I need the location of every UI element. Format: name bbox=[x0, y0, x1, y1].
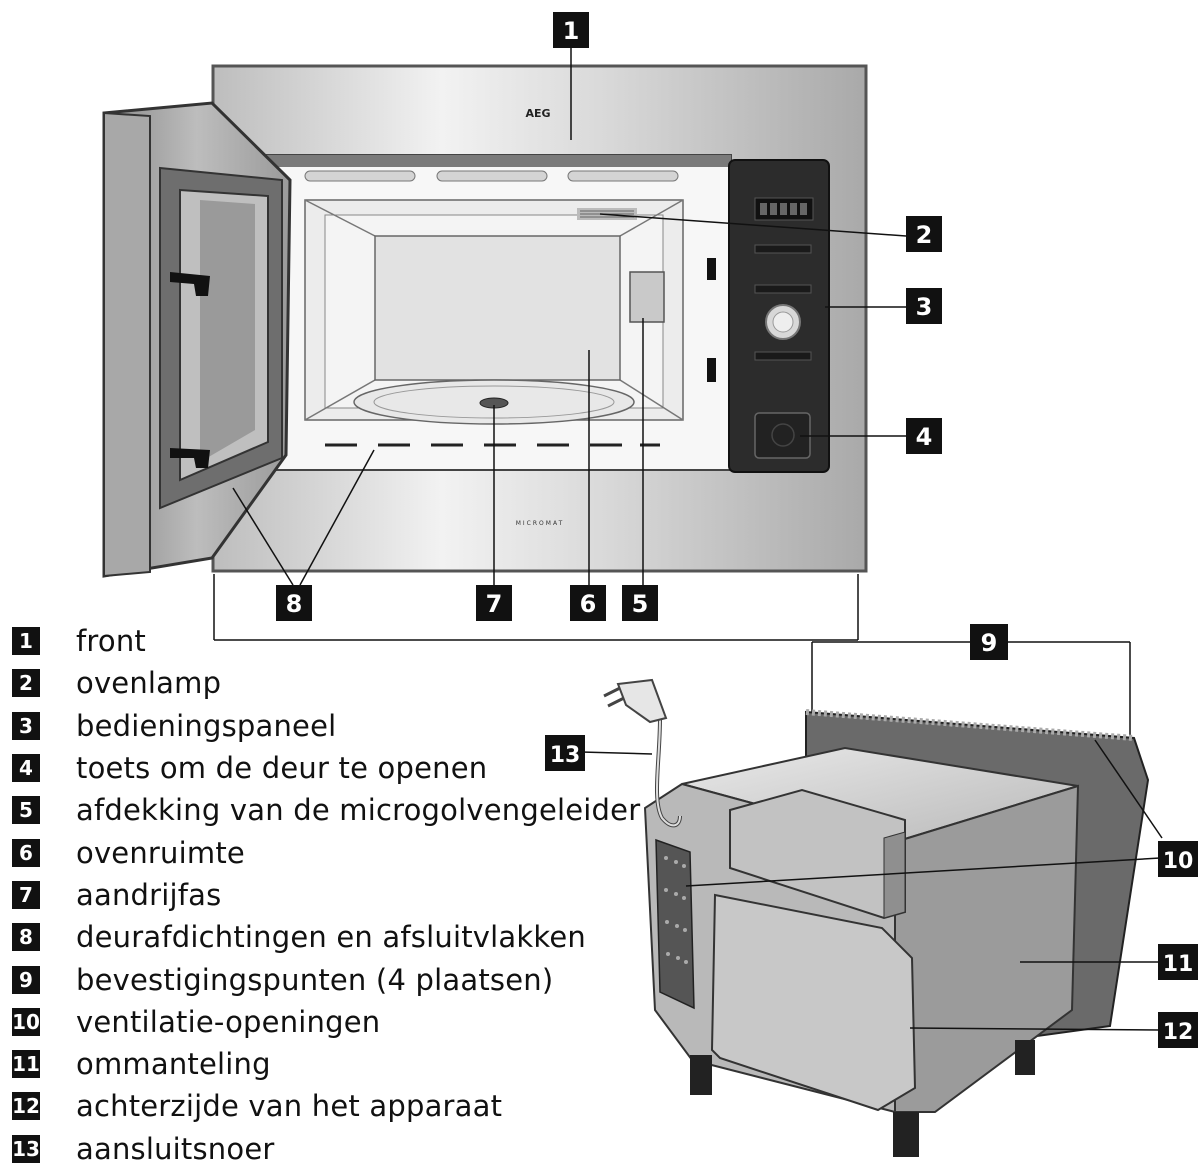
callout-11: 11 bbox=[1158, 944, 1198, 980]
legend-number: 4 bbox=[12, 754, 40, 783]
legend-number: 6 bbox=[12, 838, 40, 867]
legend-number: 12 bbox=[12, 1092, 40, 1121]
legend-number: 7 bbox=[12, 880, 40, 909]
legend-label: bedieningspaneel bbox=[76, 708, 337, 743]
svg-text:5: 5 bbox=[632, 590, 649, 618]
brand-logo: AEG bbox=[525, 107, 550, 120]
legend-label: ommanteling bbox=[76, 1047, 271, 1082]
callout-7: 7 bbox=[476, 585, 512, 621]
legend-item: 2 ovenlamp bbox=[12, 662, 652, 704]
svg-text:13: 13 bbox=[550, 743, 581, 768]
svg-text:9: 9 bbox=[981, 629, 998, 657]
legend-item: 8 deurafdichtingen en afsluitvlakken bbox=[12, 916, 652, 958]
legend-label: bevestigingspunten (4 plaatsen) bbox=[76, 962, 554, 997]
legend-item: 1 front bbox=[12, 620, 652, 662]
top-vent-1 bbox=[304, 170, 416, 182]
legend-number: 2 bbox=[12, 669, 40, 698]
top-vent-2 bbox=[436, 170, 548, 182]
callout-13: 13 bbox=[545, 735, 585, 771]
svg-text:2: 2 bbox=[916, 221, 933, 249]
legend-number: 3 bbox=[12, 711, 40, 740]
rear-panel bbox=[710, 893, 917, 1112]
legend-label: ovenruimte bbox=[76, 835, 245, 870]
callout-10: 10 bbox=[1158, 841, 1198, 877]
legend-item: 6 ovenruimte bbox=[12, 831, 652, 873]
door-latch-top bbox=[170, 272, 210, 296]
callout-6: 6 bbox=[570, 585, 606, 621]
power-cord bbox=[603, 678, 682, 828]
door-latch-bottom bbox=[170, 448, 210, 468]
svg-text:7: 7 bbox=[486, 590, 503, 618]
legend-number: 13 bbox=[12, 1134, 40, 1163]
svg-text:1: 1 bbox=[563, 17, 580, 45]
plug bbox=[616, 678, 668, 724]
callout-labels: 1 2 3 4 5 6 7 8 9 10 11 12 13 bbox=[276, 12, 1198, 1048]
legend-label: aandrijfas bbox=[76, 877, 222, 912]
legend-item: 13 aansluitsnoer bbox=[12, 1128, 652, 1170]
legend-item: 7 aandrijfas bbox=[12, 874, 652, 916]
callout-9: 9 bbox=[970, 624, 1008, 660]
casing-right bbox=[894, 784, 1080, 1113]
callout-12: 12 bbox=[1158, 1012, 1198, 1048]
svg-text:12: 12 bbox=[1163, 1020, 1194, 1045]
callout-3: 3 bbox=[906, 288, 942, 324]
legend-item: 12 achterzijde van het apparaat bbox=[12, 1085, 652, 1127]
legend-label: afdekking van de microgolvengeleider bbox=[76, 793, 641, 828]
legend-number: 8 bbox=[12, 923, 40, 952]
legend-item: 5 afdekking van de microgolvengeleider bbox=[12, 789, 652, 831]
callout-2: 2 bbox=[906, 216, 942, 252]
foot-front bbox=[893, 1112, 919, 1157]
legend-label: achterzijde van het apparaat bbox=[76, 1089, 503, 1124]
model-label: MICROMAT bbox=[516, 520, 565, 527]
legend-label: toets om de deur te openen bbox=[76, 751, 488, 786]
legend-number: 11 bbox=[12, 1050, 40, 1079]
callout-5: 5 bbox=[622, 585, 658, 621]
rear-view bbox=[580, 678, 1163, 1157]
svg-text:4: 4 bbox=[916, 423, 933, 451]
foot-left bbox=[690, 1055, 712, 1095]
legend-label: ovenlamp bbox=[76, 666, 222, 701]
legend: 1 front 2 ovenlamp 3 bedieningspaneel 4 toet… bbox=[12, 620, 652, 1170]
top-seal bbox=[257, 155, 731, 167]
latch-slot-top bbox=[707, 258, 716, 280]
foot-right bbox=[1015, 1040, 1035, 1075]
legend-item: 11 ommanteling bbox=[12, 1043, 652, 1085]
legend-number: 5 bbox=[12, 796, 40, 825]
svg-text:8: 8 bbox=[286, 590, 303, 618]
legend-label: front bbox=[76, 624, 146, 659]
legend-number: 10 bbox=[12, 1007, 40, 1036]
cavity-back-wall bbox=[374, 235, 621, 381]
callout-1: 1 bbox=[553, 12, 589, 48]
svg-text:6: 6 bbox=[580, 590, 597, 618]
waveguide-cover bbox=[629, 271, 665, 323]
legend-label: deurafdichtingen en afsluitvlakken bbox=[76, 920, 586, 955]
legend-item: 4 toets om de deur te openen bbox=[12, 747, 652, 789]
svg-text:3: 3 bbox=[916, 293, 933, 321]
legend-item: 3 bedieningspaneel bbox=[12, 705, 652, 747]
front-view: AEG MICROMAT bbox=[102, 46, 1131, 745]
legend-item: 10 ventilatie-openingen bbox=[12, 1001, 652, 1043]
callout-4: 4 bbox=[906, 418, 942, 454]
legend-number: 1 bbox=[12, 627, 40, 656]
ventilation-grille bbox=[655, 838, 695, 1010]
legend-item: 9 bevestigingspunten (4 plaatsen) bbox=[12, 958, 652, 1000]
legend-number: 9 bbox=[12, 965, 40, 994]
svg-text:10: 10 bbox=[1163, 849, 1194, 874]
latch-slot-bottom bbox=[707, 358, 716, 382]
top-vent-3 bbox=[567, 170, 679, 182]
callout-8: 8 bbox=[276, 585, 312, 621]
legend-label: aansluitsnoer bbox=[76, 1131, 275, 1166]
svg-text:11: 11 bbox=[1163, 952, 1194, 977]
legend-label: ventilatie-openingen bbox=[76, 1004, 381, 1039]
